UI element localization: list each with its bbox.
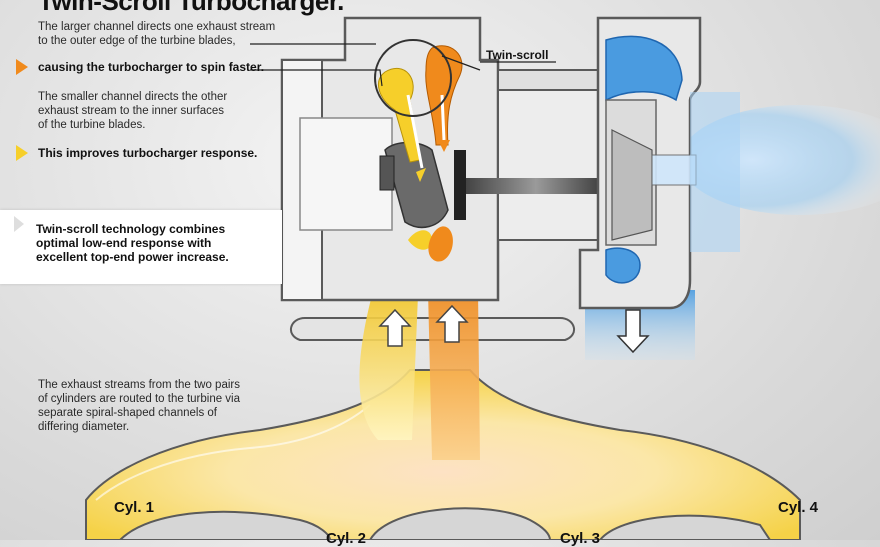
compressor-scroll-bottom bbox=[605, 247, 641, 284]
up-arrow-large-channel bbox=[435, 304, 469, 343]
turbine-shaft-collar bbox=[454, 150, 466, 220]
callout-smaller-channel-text: The smaller channel directs the other ex… bbox=[38, 90, 227, 132]
cylinder-port-left bbox=[118, 510, 332, 540]
callout-line: differing diameter. bbox=[38, 421, 130, 433]
callout-exhaust-streams-text: The exhaust streams from the two pairs o… bbox=[38, 378, 240, 434]
cylinder-4-label: Cyl. 4 bbox=[778, 499, 819, 516]
cylinder-port-center bbox=[368, 507, 552, 540]
callout-line: The exhaust streams from the two pairs bbox=[38, 379, 240, 391]
callout-line: to the outer edge of the turbine blades, bbox=[38, 35, 236, 47]
callout-line: exhaust stream to the inner surfaces bbox=[38, 105, 225, 117]
twin-scroll-label: Twin-scroll bbox=[486, 48, 549, 62]
orange-triangle-icon bbox=[16, 59, 28, 75]
yellow-triangle-icon bbox=[16, 145, 28, 161]
callout-larger-channel-text: The larger channel directs one exhaust s… bbox=[38, 20, 275, 48]
callout-line: of cylinders are routed to the turbine v… bbox=[38, 393, 241, 405]
callout-larger-bold: causing the turbocharger to spin faster. bbox=[38, 60, 265, 74]
small-scroll-channel bbox=[359, 295, 418, 440]
panel-line: Twin-scroll technology combines bbox=[36, 222, 226, 236]
detail-magnifier bbox=[374, 39, 452, 117]
up-arrow-small-channel bbox=[378, 308, 412, 347]
page-title: Twin-Scroll Turbocharger. bbox=[38, 0, 344, 16]
compressor-scroll-top bbox=[605, 35, 683, 102]
callout-smaller-bold: This improves turbocharger response. bbox=[38, 146, 258, 160]
bearing-housing bbox=[497, 89, 599, 241]
panel-line: excellent top-end power increase. bbox=[36, 250, 229, 264]
callout-line: of the turbine blades. bbox=[38, 119, 146, 131]
callout-line: separate spiral-shaped channels of bbox=[38, 407, 218, 419]
summary-panel-text: Twin-scroll technology combines optimal … bbox=[36, 222, 229, 264]
panel-line: optimal low-end response with bbox=[36, 236, 212, 250]
panel-marker-icon bbox=[14, 216, 24, 232]
large-scroll-channel bbox=[428, 290, 480, 460]
down-arrow-compressor bbox=[616, 309, 650, 354]
summary-panel: Twin-scroll technology combines optimal … bbox=[0, 210, 282, 284]
cylinder-2-label: Cyl. 2 bbox=[326, 530, 367, 547]
turbine-wheel bbox=[384, 141, 449, 229]
cylinder-1-label: Cyl. 1 bbox=[114, 499, 155, 516]
callout-line: The larger channel directs one exhaust s… bbox=[38, 21, 276, 33]
turbo-shaft bbox=[466, 178, 606, 194]
large-scroll-flow bbox=[425, 45, 463, 146]
compressor-wheel bbox=[611, 129, 653, 241]
callout-line: The smaller channel directs the other bbox=[38, 91, 228, 103]
cylinder-3-label: Cyl. 3 bbox=[560, 530, 601, 547]
cylinder-port-right bbox=[598, 514, 772, 540]
